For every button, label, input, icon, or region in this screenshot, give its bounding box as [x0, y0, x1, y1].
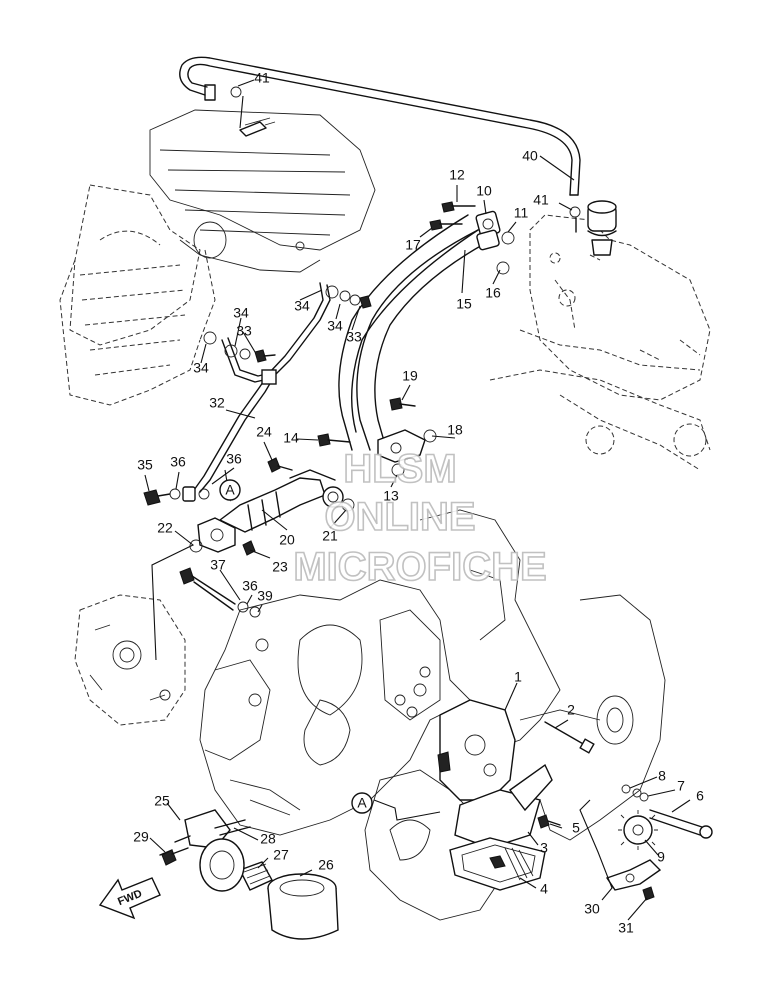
callout-15: 15: [456, 296, 472, 312]
left-cover-outline: [74, 594, 186, 726]
hardware-parts: [143, 86, 655, 901]
callout-36-left: 36: [170, 454, 186, 470]
callout-21: 21: [322, 528, 338, 544]
cylinder-head-outline: [59, 184, 216, 406]
callout-36-right: 36: [226, 451, 242, 467]
callout-10: 10: [476, 183, 492, 199]
callout-5: 5: [572, 820, 580, 836]
callout-1: 1: [514, 669, 522, 685]
callout-41-right: 41: [533, 192, 549, 208]
reference-letter: A: [225, 482, 235, 498]
callout-41-top: 41: [254, 70, 270, 86]
callout-4: 4: [540, 881, 548, 897]
leader-lines: [144, 79, 691, 921]
callout-25: 25: [154, 793, 170, 809]
callout-37: 37: [210, 557, 226, 573]
callout-40: 40: [522, 148, 538, 164]
drive-shaft-6: [649, 809, 713, 839]
callout-7: 7: [677, 778, 685, 794]
left-crankcase-outline: [199, 579, 471, 836]
watermark-line-2: ONLINE: [324, 495, 475, 539]
callout-22: 22: [157, 520, 173, 536]
callout-19: 19: [402, 368, 418, 384]
callout-17: 17: [405, 237, 421, 253]
oil-hose-15: [338, 214, 485, 451]
oil-filler-cap: [587, 200, 617, 256]
callout-26: 26: [318, 857, 334, 873]
callout-labels: 1 2 3 4 5 6 7 8 9 10 11 12 13 14 15 16 1…: [133, 70, 704, 936]
forward-direction-arrow: FWD: [98, 877, 161, 920]
oil-pump-1: [437, 699, 516, 801]
breather-hose-40: [179, 56, 581, 196]
callout-9: 9: [657, 849, 665, 865]
reference-marker-a-lower: A: [351, 792, 373, 814]
callout-16: 16: [485, 285, 501, 301]
rear-cylinder-outline: [149, 109, 376, 273]
oil-strainer-screen-4: [449, 837, 546, 891]
callout-36-lower: 36: [242, 578, 258, 594]
watermark-line-3: MICROFICHE: [293, 545, 546, 589]
oil-cooler-housing-25: [159, 809, 245, 892]
callout-34-right: 34: [327, 318, 343, 334]
oil-pipe-32: [193, 282, 331, 493]
callout-30: 30: [584, 901, 600, 917]
guide-plate-30: [605, 859, 662, 891]
watermark-line-1: HLSM: [343, 447, 456, 491]
callout-11: 11: [514, 205, 529, 221]
pump-bolt-2: [544, 721, 595, 754]
callout-39: 39: [257, 588, 273, 604]
filter-union-bolt-27: [239, 861, 273, 891]
reference-marker-a-upper: A: [219, 479, 241, 501]
callout-33-right: 33: [346, 329, 362, 345]
oil-pipe-20: [218, 469, 344, 533]
callout-8: 8: [658, 768, 666, 784]
reference-letter: A: [357, 795, 367, 811]
oil-filter-cartridge-26: [267, 873, 339, 940]
callout-3: 3: [540, 840, 548, 856]
callout-14: 14: [283, 430, 299, 446]
oil-delivery-flange: [197, 517, 236, 553]
callout-27: 27: [273, 847, 289, 863]
callout-33-left: 33: [236, 323, 252, 339]
sprocket-9: [618, 810, 658, 850]
callout-34-mid: 34: [294, 298, 310, 314]
callout-23: 23: [272, 559, 288, 575]
callout-32: 32: [209, 395, 225, 411]
callout-18: 18: [447, 422, 463, 438]
callout-6: 6: [696, 788, 704, 804]
callout-34-left-bottom: 34: [193, 360, 209, 376]
oil-tank-outline: [489, 214, 711, 471]
callout-35: 35: [137, 457, 153, 473]
watermark: HLSM ONLINE MICROFICHE: [293, 446, 548, 590]
callout-28: 28: [260, 831, 276, 847]
callout-2: 2: [567, 702, 575, 718]
callout-24: 24: [256, 424, 272, 440]
callout-12: 12: [449, 167, 465, 183]
callout-13: 13: [383, 488, 399, 504]
callout-29: 29: [133, 829, 149, 845]
callout-34-left-top: 34: [233, 305, 249, 321]
callout-20: 20: [279, 532, 295, 548]
callout-31: 31: [618, 920, 634, 936]
